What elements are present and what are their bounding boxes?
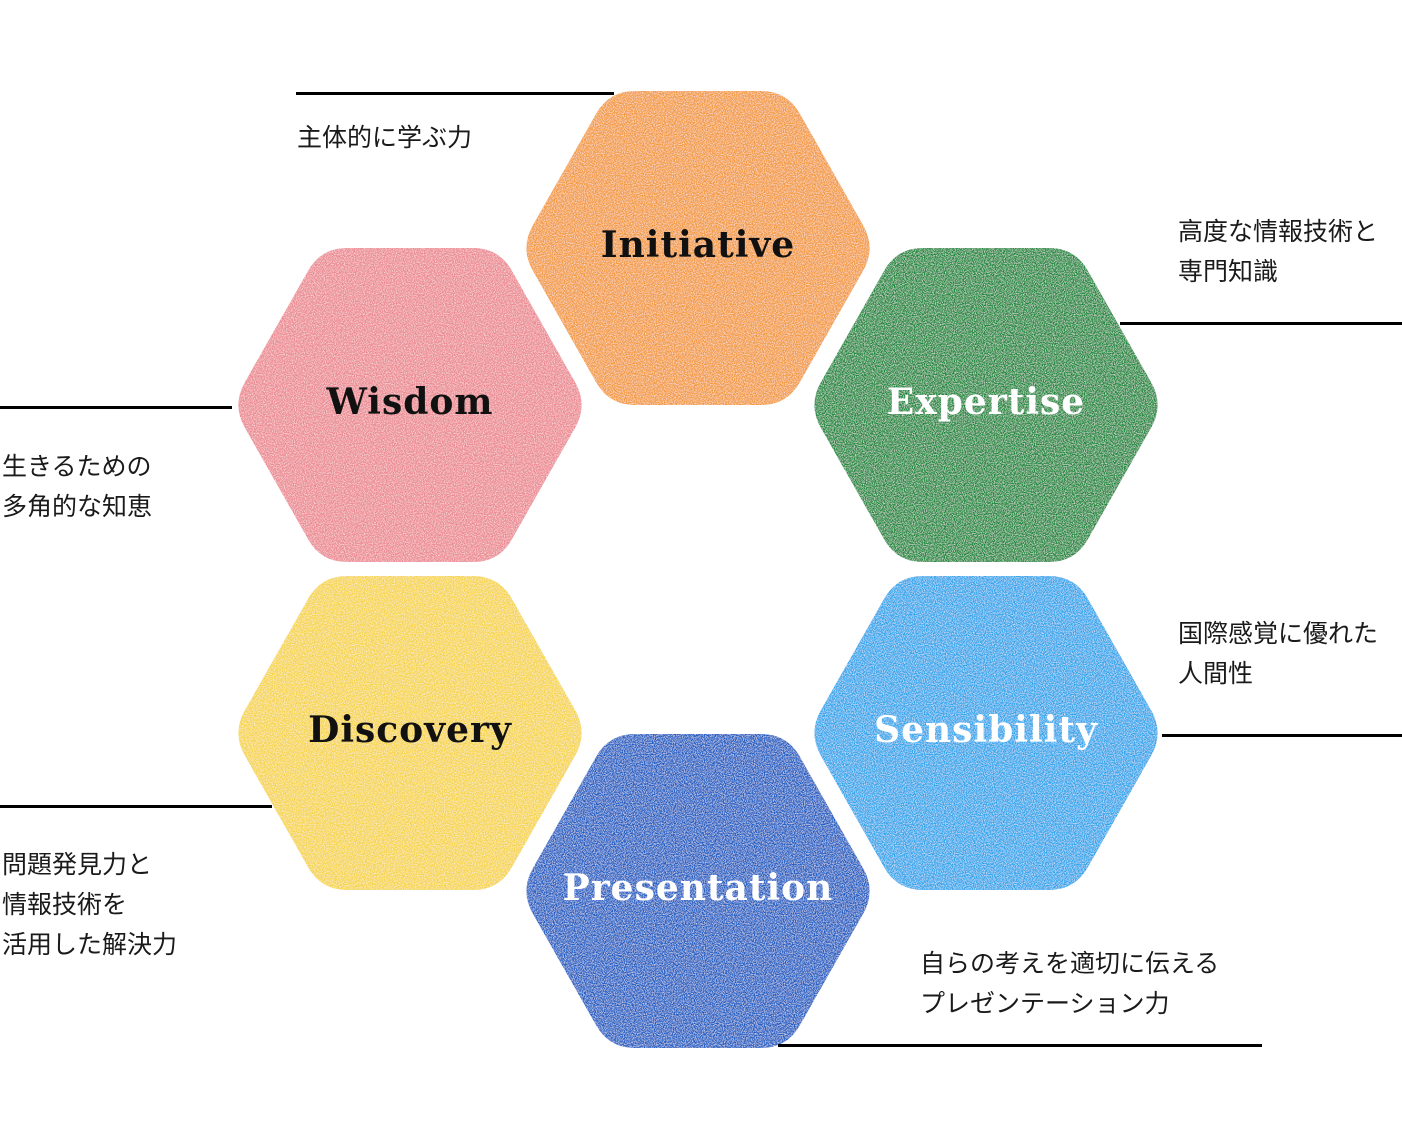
connector-line-initiative xyxy=(296,92,614,95)
hexagon-expertise-label: Expertise xyxy=(887,381,1085,423)
hexagon-wisdom-label: Wisdom xyxy=(325,381,493,423)
hexagon-presentation-shape xyxy=(526,734,870,1048)
connector-line-presentation xyxy=(778,1044,1262,1047)
description-line: プレゼンテーション力 xyxy=(920,989,1170,1018)
hexagon-discovery-label: Discovery xyxy=(308,709,512,751)
description-line: 生きるための xyxy=(2,452,152,481)
hexagon-initiative: Initiative xyxy=(526,91,870,405)
description-initiative: 主体的に学ぶ力 xyxy=(297,118,472,158)
connector-line-discovery xyxy=(0,805,272,808)
description-presentation: 自らの考えを適切に伝える プレゼンテーション力 xyxy=(920,944,1219,1024)
hexagon-expertise-shape xyxy=(814,248,1158,562)
hexagon-initiative-label: Initiative xyxy=(601,224,795,266)
hexagon-presentation-label: Presentation xyxy=(563,867,834,909)
description-line: 高度な情報技術と xyxy=(1178,217,1379,246)
hexagon-wisdom-shape xyxy=(238,248,582,562)
connector-line-sensibility xyxy=(1162,734,1402,737)
hexagon-discovery: Discovery xyxy=(238,576,582,890)
description-line: 情報技術を xyxy=(2,890,128,919)
description-line: 問題発見力と xyxy=(2,850,153,879)
description-line: 国際感覚に優れた xyxy=(1178,619,1379,648)
description-line: 活用した解決力 xyxy=(2,930,178,959)
description-line: 主体的に学ぶ力 xyxy=(297,123,473,152)
hexagon-discovery-shape xyxy=(238,576,582,890)
description-line: 多角的な知恵 xyxy=(2,492,153,521)
hexagon-presentation: Presentation xyxy=(526,734,870,1048)
hexagon-sensibility: Sensibility xyxy=(814,576,1158,890)
hexagon-sensibility-label: Sensibility xyxy=(874,709,1098,751)
description-sensibility: 国際感覚に優れた 人間性 xyxy=(1178,614,1378,694)
hexagon-initiative-shape xyxy=(526,91,870,405)
description-line: 自らの考えを適切に伝える xyxy=(920,949,1220,978)
connector-line-wisdom xyxy=(0,406,232,409)
hexagon-sensibility-shape xyxy=(814,576,1158,890)
description-expertise: 高度な情報技術と 専門知識 xyxy=(1178,212,1378,292)
hexagon-expertise: Expertise xyxy=(814,248,1158,562)
description-line: 専門知識 xyxy=(1178,257,1279,286)
connector-line-expertise xyxy=(1120,322,1402,325)
hexagon-wisdom: Wisdom xyxy=(238,248,582,562)
description-discovery: 問題発見力と 情報技術を 活用した解決力 xyxy=(2,845,177,965)
description-line: 人間性 xyxy=(1178,659,1254,688)
description-wisdom: 生きるための 多角的な知恵 xyxy=(2,447,152,527)
